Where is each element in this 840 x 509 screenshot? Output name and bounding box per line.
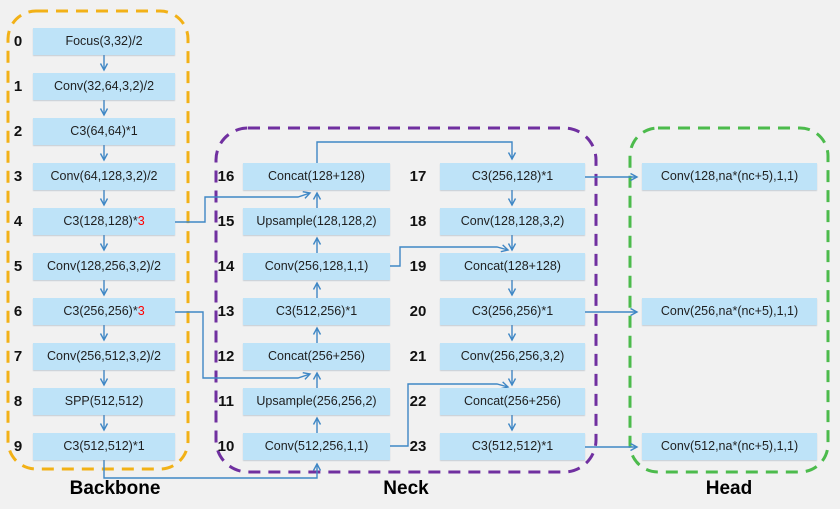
head-node-large-objects: Conv(512,na*(nc+5),1,1) [642, 433, 817, 460]
node-9-label: C3(512,512)*1 [63, 439, 145, 453]
node-14-index: 14 [217, 258, 235, 275]
node-4-index: 4 [13, 213, 23, 230]
node-16-concat: Concat(128+128) [243, 163, 390, 190]
node-4-repeat-count: 3 [137, 214, 145, 228]
node-22-index: 22 [409, 393, 427, 410]
node-7-label: Conv(256,512,3,2)/2 [47, 349, 161, 363]
edge-6-12 [175, 311, 312, 380]
node-11-label: Upsample(256,256,2) [256, 394, 377, 408]
node-18-conv: Conv(128,128,3,2) [440, 208, 585, 235]
node-0-label: Focus(3,32)/2 [65, 34, 143, 48]
neck-group-border [214, 126, 598, 474]
node-10-index: 10 [217, 438, 235, 455]
node-21-label: Conv(256,256,3,2) [460, 349, 565, 363]
node-3-index: 3 [13, 168, 23, 185]
edge-14-19 [390, 244, 510, 267]
edge-16-17 [316, 141, 517, 163]
node-12-label: Concat(256+256) [268, 349, 365, 363]
node-10-label: Conv(512,256,1,1) [264, 439, 369, 453]
node-6-repeat-count: 3 [137, 304, 145, 318]
node-3-conv: Conv(64,128,3,2)/2 [33, 163, 175, 190]
edge-9-10 [103, 460, 322, 479]
node-13-index: 13 [217, 303, 235, 320]
node-8-index: 8 [13, 393, 23, 410]
node-7-conv: Conv(256,512,3,2)/2 [33, 343, 175, 370]
neck-group-label: Neck [383, 478, 429, 499]
node-6-label: C3(256,256)* [63, 304, 138, 318]
edge-4-16 [175, 191, 312, 223]
node-1-index: 1 [13, 78, 23, 95]
node-11-upsample: Upsample(256,256,2) [243, 388, 390, 415]
node-5-index: 5 [13, 258, 23, 275]
node-12-concat: Concat(256+256) [243, 343, 390, 370]
node-8-label: SPP(512,512) [64, 394, 144, 408]
node-8-spp: SPP(512,512) [33, 388, 175, 415]
node-10-conv: Conv(512,256,1,1) [243, 433, 390, 460]
node-4-c3: C3(128,128)*3 [33, 208, 175, 235]
node-19-label: Concat(128+128) [464, 259, 561, 273]
node-13-label: C3(512,256)*1 [275, 304, 358, 318]
node-15-upsample: Upsample(128,128,2) [243, 208, 390, 235]
head-node-small-objects: Conv(128,na*(nc+5),1,1) [642, 163, 817, 190]
node-20-index: 20 [409, 303, 427, 320]
node-6-index: 6 [13, 303, 23, 320]
node-2-index: 2 [13, 123, 23, 140]
node-7-index: 7 [13, 348, 23, 365]
head-node-2-label: Conv(256,na*(nc+5),1,1) [660, 304, 799, 318]
node-1-label: Conv(32,64,3,2)/2 [53, 79, 155, 93]
node-19-index: 19 [409, 258, 427, 275]
node-22-label: Concat(256+256) [464, 394, 561, 408]
node-12-index: 12 [217, 348, 235, 365]
node-16-index: 16 [217, 168, 235, 185]
node-5-conv: Conv(128,256,3,2)/2 [33, 253, 175, 280]
node-20-label: C3(256,256)*1 [471, 304, 554, 318]
node-6-c3: C3(256,256)*3 [33, 298, 175, 325]
node-11-index: 11 [218, 393, 234, 410]
node-21-index: 21 [409, 348, 427, 365]
node-17-index: 17 [409, 168, 427, 185]
head-group-label: Head [705, 478, 753, 499]
node-23-label: C3(512,512)*1 [471, 439, 554, 453]
edge-10-22 [390, 381, 510, 447]
node-0-index: 0 [13, 33, 23, 50]
head-group-border [628, 126, 830, 474]
node-19-concat: Concat(128+128) [440, 253, 585, 280]
node-5-label: Conv(128,256,3,2)/2 [47, 259, 161, 273]
node-9-index: 9 [13, 438, 23, 455]
node-2-c3: C3(64,64)*1 [33, 118, 175, 145]
node-17-label: C3(256,128)*1 [471, 169, 554, 183]
node-18-label: Conv(128,128,3,2) [460, 214, 565, 228]
head-node-1-label: Conv(128,na*(nc+5),1,1) [660, 169, 799, 183]
node-4-label: C3(128,128)* [63, 214, 138, 228]
node-21-conv: Conv(256,256,3,2) [440, 343, 585, 370]
node-2-label: C3(64,64)*1 [70, 124, 138, 138]
node-9-c3: C3(512,512)*1 [33, 433, 175, 460]
backbone-group-label: Backbone [69, 478, 161, 499]
node-20-c3: C3(256,256)*1 [440, 298, 585, 325]
node-23-index: 23 [409, 438, 427, 455]
node-13-c3: C3(512,256)*1 [243, 298, 390, 325]
head-node-medium-objects: Conv(256,na*(nc+5),1,1) [642, 298, 817, 325]
node-14-label: Conv(256,128,1,1) [264, 259, 369, 273]
node-23-c3: C3(512,512)*1 [440, 433, 585, 460]
backbone-group-border [6, 9, 190, 471]
node-15-index: 15 [217, 213, 235, 230]
node-16-label: Concat(128+128) [268, 169, 365, 183]
node-18-index: 18 [409, 213, 427, 230]
node-14-conv: Conv(256,128,1,1) [243, 253, 390, 280]
node-0-focus: Focus(3,32)/2 [33, 28, 175, 55]
node-1-conv: Conv(32,64,3,2)/2 [33, 73, 175, 100]
node-17-c3: C3(256,128)*1 [440, 163, 585, 190]
node-15-label: Upsample(128,128,2) [256, 214, 377, 228]
skip-connectors [103, 141, 639, 479]
node-22-concat: Concat(256+256) [440, 388, 585, 415]
head-node-3-label: Conv(512,na*(nc+5),1,1) [660, 439, 799, 453]
node-3-label: Conv(64,128,3,2)/2 [50, 169, 158, 183]
